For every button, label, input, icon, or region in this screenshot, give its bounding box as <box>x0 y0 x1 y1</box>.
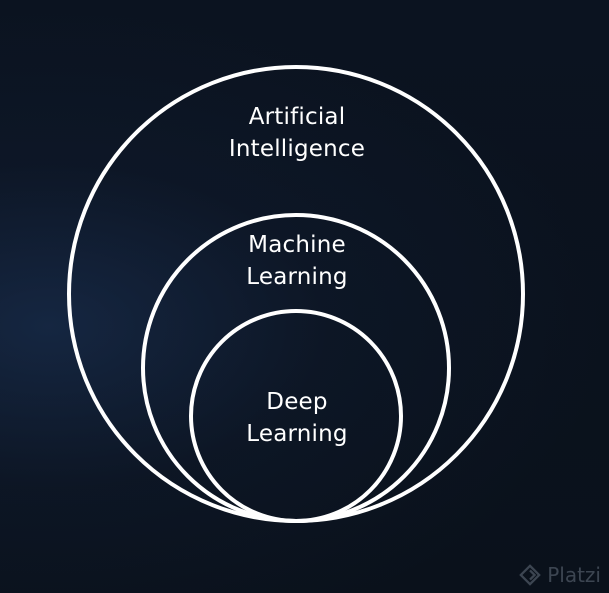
label-artificial-intelligence: Artificial Intelligence <box>177 101 417 165</box>
label-line: Deep <box>266 389 328 415</box>
label-deep-learning: Deep Learning <box>177 386 417 450</box>
watermark-text: Platzi <box>547 563 601 587</box>
label-line: Learning <box>246 421 348 447</box>
label-machine-learning: Machine Learning <box>177 229 417 293</box>
platzi-logo-icon <box>519 564 542 586</box>
label-line: Artificial <box>248 104 346 130</box>
label-line: Intelligence <box>228 136 366 162</box>
ring-deep-learning <box>189 309 403 523</box>
label-line: Learning <box>246 264 348 290</box>
platzi-watermark: Platzi <box>519 563 601 587</box>
label-line: Machine <box>248 232 346 258</box>
